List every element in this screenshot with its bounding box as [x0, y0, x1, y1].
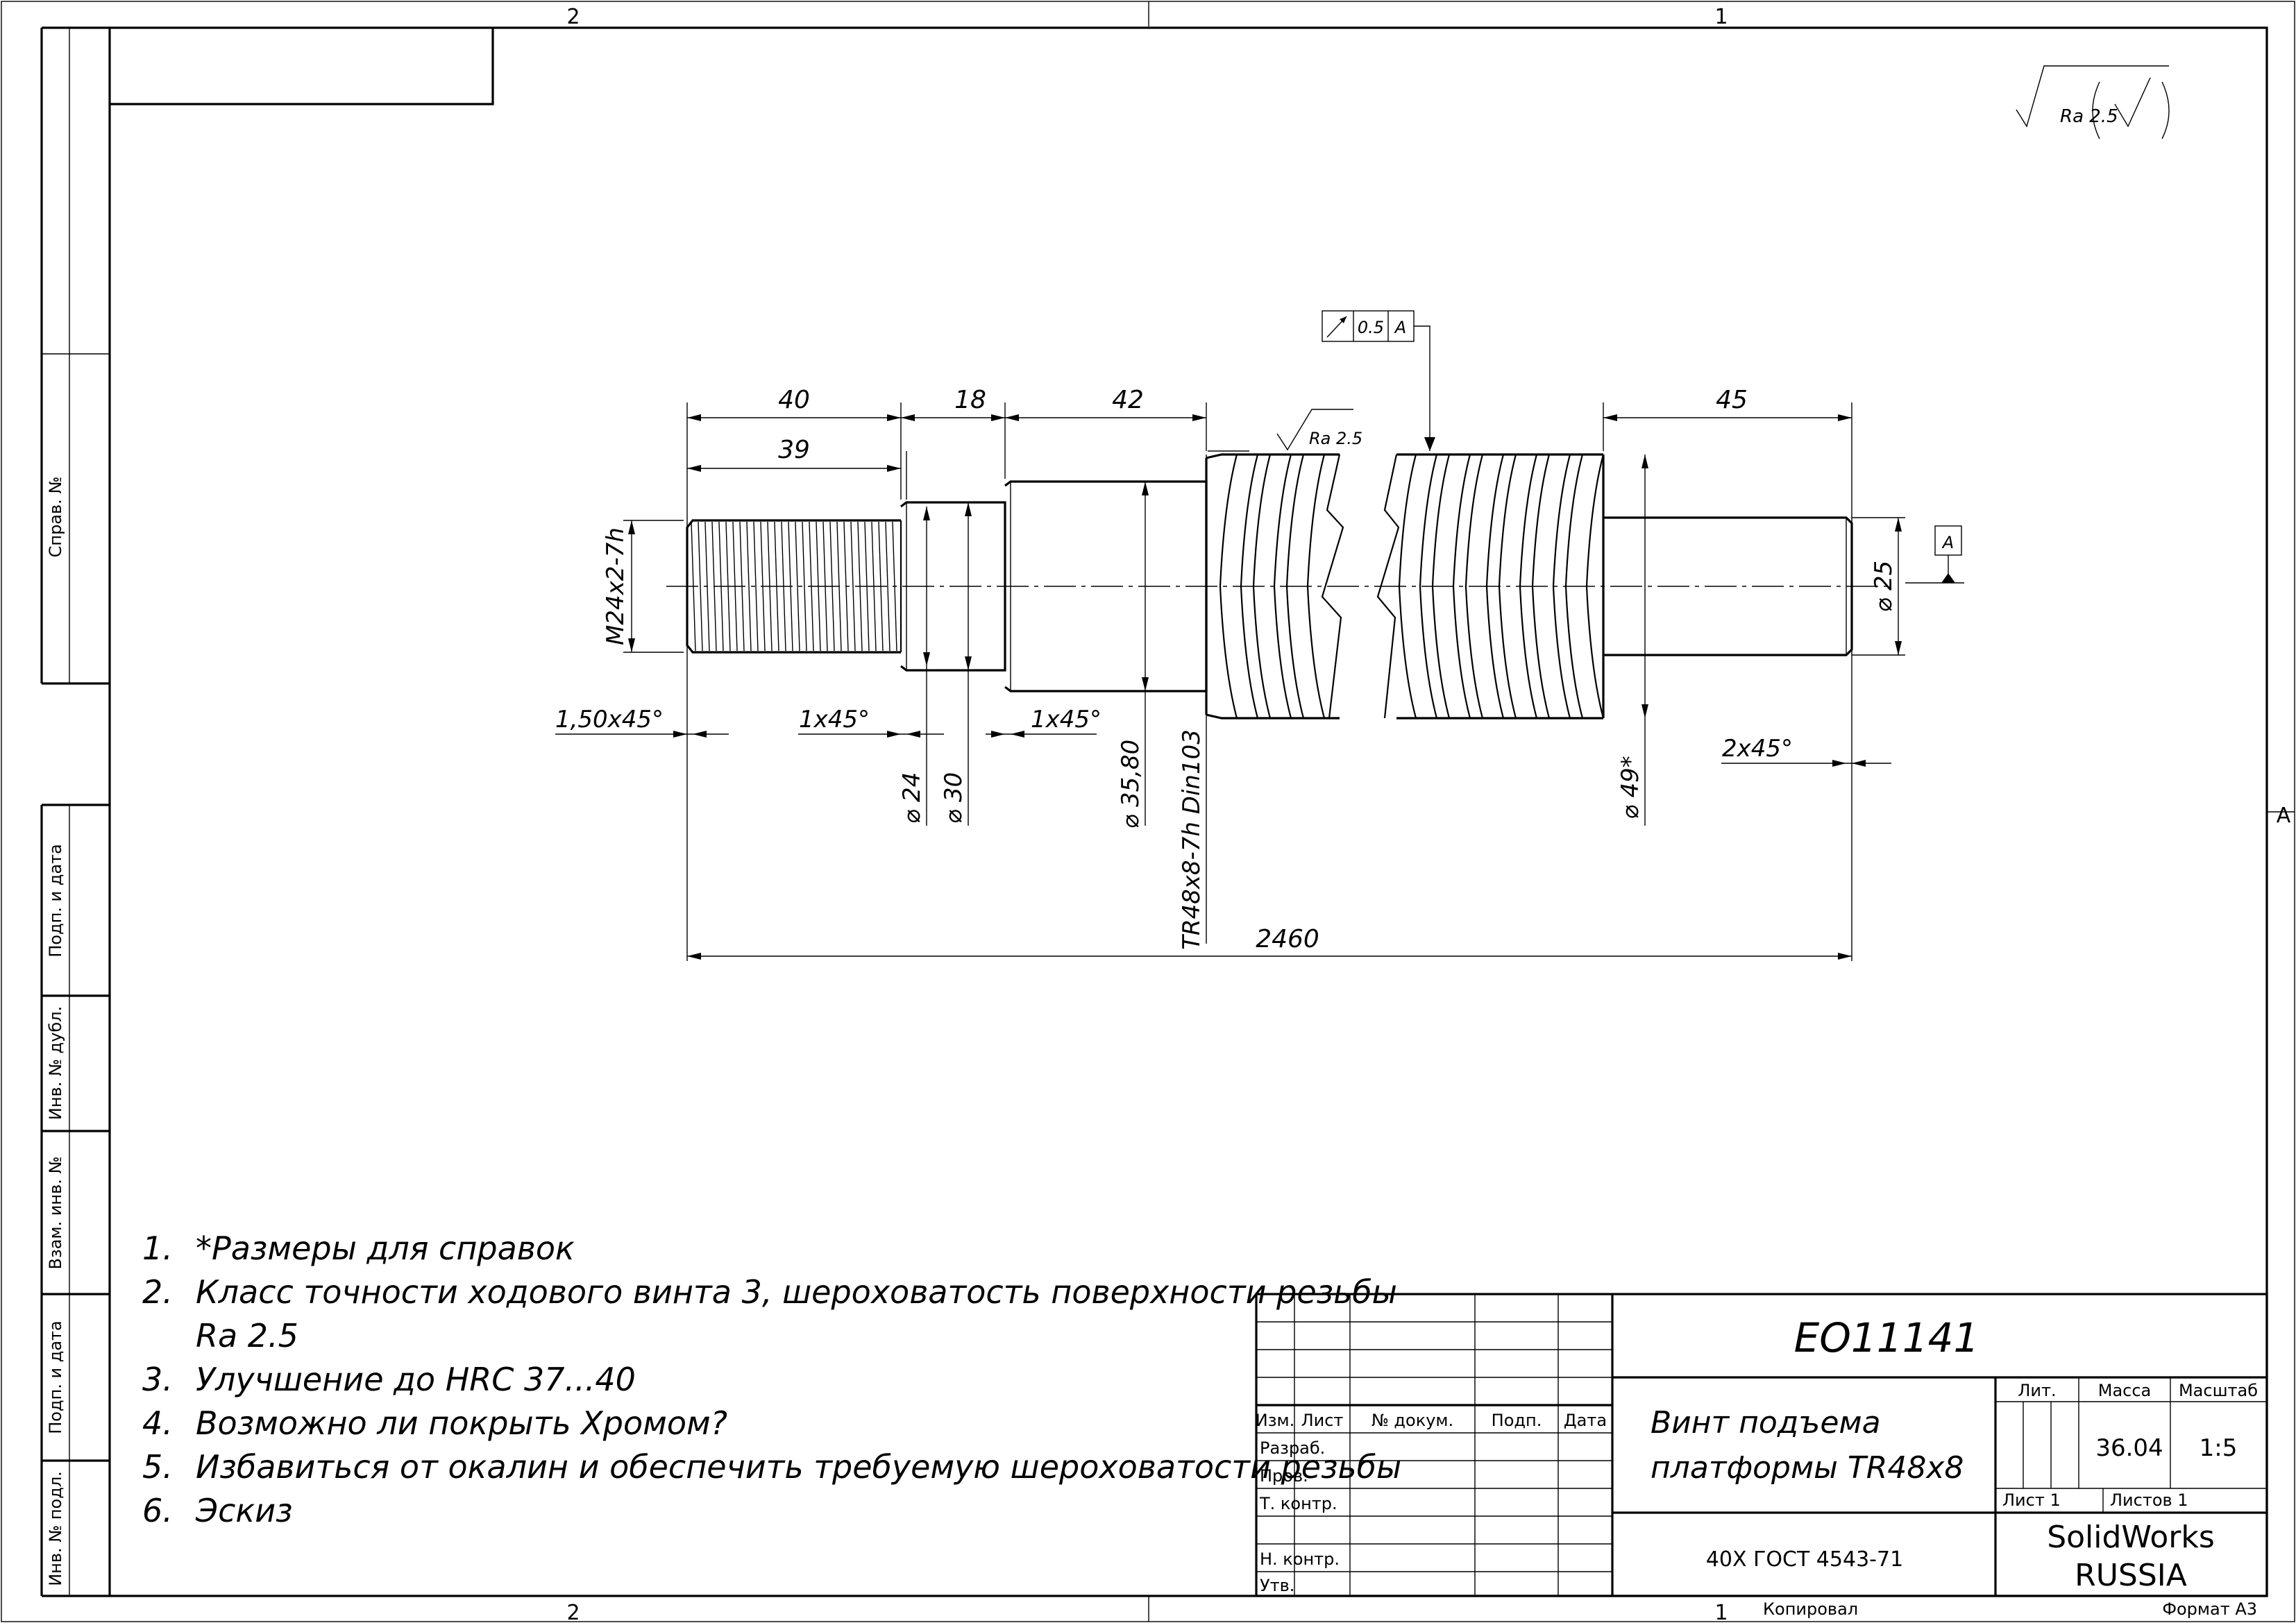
note-number: 3. [142, 1361, 173, 1398]
note-text: *Размеры для справок [196, 1230, 575, 1267]
dim-diameter-49: ⌀ 49* [1617, 756, 1644, 819]
note-text: Класс точности ходового винта 3, шерохов… [196, 1273, 1397, 1311]
strip-label-sprav-no: Справ. № [46, 477, 65, 558]
tr48-thread-turns-left [1219, 453, 1326, 720]
dim-diameter-30: ⌀ 30 [940, 772, 968, 824]
col-list: Лист [1301, 1411, 1344, 1430]
zone-label-top-left: 2 [566, 5, 580, 29]
mass-label: Масса [2098, 1381, 2152, 1400]
dim-diameter-24: ⌀ 24 [898, 772, 926, 824]
datum-a-symbol [1905, 525, 1964, 584]
dim-chamfer-2: 2x45° [1722, 735, 1793, 763]
row-razrab: Разраб. [1260, 1438, 1325, 1458]
dim-2460: 2460 [1256, 925, 1319, 953]
left-side-strip [40, 26, 110, 1597]
dimension-arrows [628, 414, 1902, 960]
note-number: 1. [142, 1230, 173, 1267]
runout-value: 0.5 [1358, 318, 1384, 337]
note-number: 4. [142, 1404, 173, 1442]
note-text: Эскиз [195, 1492, 293, 1529]
scale-label: Масштаб [2179, 1381, 2258, 1400]
dim-chamfer-150: 1,50x45° [555, 706, 664, 733]
sheet-number: Лист 1 [2002, 1490, 2061, 1510]
row-prov: Пров. [1260, 1466, 1308, 1486]
dim-tr48-thread: TR48x8-7h Din103 [1178, 729, 1206, 950]
col-data: Дата [1564, 1411, 1607, 1430]
dim-45: 45 [1716, 386, 1748, 414]
dim-diameter-35-80: ⌀ 35,80 [1117, 740, 1145, 829]
dim-chamfer-1a: 1x45° [799, 706, 870, 733]
drawing-designation: EO11141 [1794, 1314, 1980, 1361]
general-roughness-value: Ra 2.5 [2060, 106, 2118, 127]
col-docum: № докум. [1371, 1411, 1453, 1430]
zone-label-bottom-right: 1 [1714, 1601, 1728, 1623]
note-text: Улучшение до HRC 37...40 [196, 1361, 636, 1398]
m24-thread-section [686, 519, 902, 654]
part-name-line2: платформы TR48x8 [1651, 1450, 1964, 1486]
sheets-total: Листов 1 [2110, 1490, 2188, 1510]
tr48-thread-turns-right [1398, 453, 1605, 720]
drawing-frame [108, 26, 2268, 1597]
strip-label-inv-podl: Инв. № подл. [46, 1471, 65, 1586]
note-number: 5. [142, 1448, 173, 1486]
title-block [1255, 1293, 2268, 1597]
strip-label-inv-dubl: Инв. № дубл. [46, 1006, 65, 1120]
step-d30 [900, 501, 1006, 672]
strip-label-podp-data-1: Подп. и дата [46, 844, 65, 958]
dim-18: 18 [954, 386, 986, 414]
dim-chamfer-1b: 1x45° [1031, 706, 1101, 733]
mass-value: 36.04 [2095, 1434, 2163, 1462]
organization-line1: SolidWorks [2047, 1520, 2215, 1555]
tr48-thread-left [1205, 453, 1344, 720]
note-number: 6. [142, 1492, 173, 1529]
zone-label-bottom-left: 2 [566, 1601, 580, 1623]
row-utv: Утв. [1260, 1576, 1294, 1595]
note-text: Возможно ли покрыть Хромом? [196, 1404, 727, 1442]
runout-datum: A [1394, 318, 1406, 337]
organization-line2: RUSSIA [2075, 1558, 2187, 1593]
runout-tolerance-frame [1322, 310, 1435, 451]
row-tkontr: Т. контр. [1259, 1494, 1337, 1513]
scale-value: 1:5 [2200, 1434, 2238, 1462]
general-roughness-symbol [2016, 65, 2170, 139]
note-number: 2. [142, 1273, 173, 1311]
strip-label-vzam-inv: Взам. инв. № [46, 1157, 65, 1270]
technical-notes: 1. *Размеры для справок 2. Класс точности х… [142, 1230, 1401, 1529]
m24-thread-hatching [691, 521, 897, 652]
zone-label-right: A [2277, 804, 2291, 828]
material: 40Х ГОСТ 4543-71 [1706, 1547, 1903, 1572]
note-text: Избавиться от окалин и обеспечить требуе… [196, 1448, 1401, 1486]
dim-39: 39 [778, 436, 810, 464]
col-izm: Изм. [1256, 1411, 1294, 1430]
datum-a-label: A [1941, 533, 1954, 552]
zone-label-top-right: 1 [1714, 5, 1728, 29]
thread-roughness-symbol [1276, 409, 1353, 451]
lit-label: Лит. [2018, 1381, 2056, 1400]
dim-40: 40 [778, 386, 810, 414]
col-podp: Подп. [1492, 1411, 1542, 1430]
tr48-thread-right [1376, 453, 1605, 720]
top-left-stamp-box [110, 28, 494, 105]
dim-42: 42 [1112, 386, 1144, 414]
format-label: Формат A3 [2162, 1599, 2257, 1619]
note-text: Ra 2.5 [196, 1317, 298, 1354]
strip-label-podp-data-2: Подп. и дата [46, 1320, 65, 1434]
part-name-line1: Винт подъема [1651, 1405, 1881, 1441]
thread-roughness-value: Ra 2.5 [1309, 429, 1362, 448]
dim-diameter-25: ⌀ 25 [1870, 561, 1898, 613]
copied-by-label: Копировал [1763, 1599, 1858, 1619]
dim-m24-thread: M24x2-7h [602, 527, 630, 645]
row-nkontr: Н. контр. [1260, 1549, 1340, 1569]
